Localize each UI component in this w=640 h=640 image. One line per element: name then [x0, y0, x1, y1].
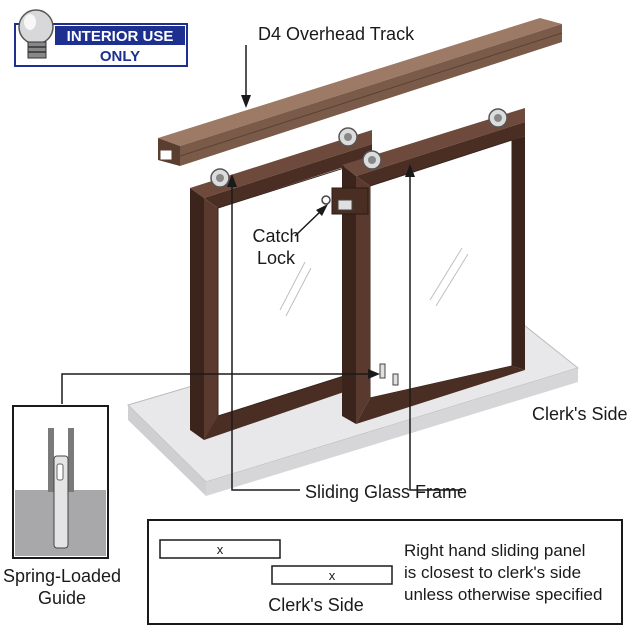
right-panel-plan [271, 565, 393, 585]
interior-use-badge: INTERIOR USE ONLY [14, 9, 188, 67]
spring-loaded-guide-inset [12, 405, 109, 559]
left-panel-plan [159, 539, 281, 559]
track-label: D4 Overhead Track [258, 24, 415, 44]
plan-note-line-2: is closest to clerk's side [404, 563, 581, 582]
catch-lock [321, 187, 369, 215]
guide-label-line-2: Guide [38, 588, 86, 608]
plan-note-line-3: unless otherwise specified [404, 585, 602, 604]
overhead-track [158, 18, 563, 166]
clerks-side-label: Clerk's Side [532, 404, 627, 424]
plan-caption: Clerk's Side [268, 595, 363, 615]
badge-line-1: INTERIOR USE [67, 28, 174, 45]
lightbulb-icon [18, 9, 54, 59]
catch-lock-label-line-2: Lock [257, 248, 296, 268]
catch-lock-label-line-1: Catch [252, 226, 299, 246]
right-panel-mark: x [329, 568, 336, 583]
guide-label-line-1: Spring-Loaded [3, 566, 121, 586]
badge-line-2: ONLY [100, 48, 140, 65]
left-panel-mark: x [217, 542, 224, 557]
plan-view-box: x x Clerk's Side Right hand sliding pane… [147, 519, 623, 625]
right-sliding-frame [342, 108, 525, 424]
arrowheads [227, 95, 415, 379]
sliding-glass-frame-label: Sliding Glass Frame [305, 482, 467, 502]
plan-note-line-1: Right hand sliding panel [404, 541, 585, 560]
leader-lines [61, 45, 462, 491]
left-sliding-frame [190, 127, 372, 440]
guide-pins [379, 363, 399, 386]
